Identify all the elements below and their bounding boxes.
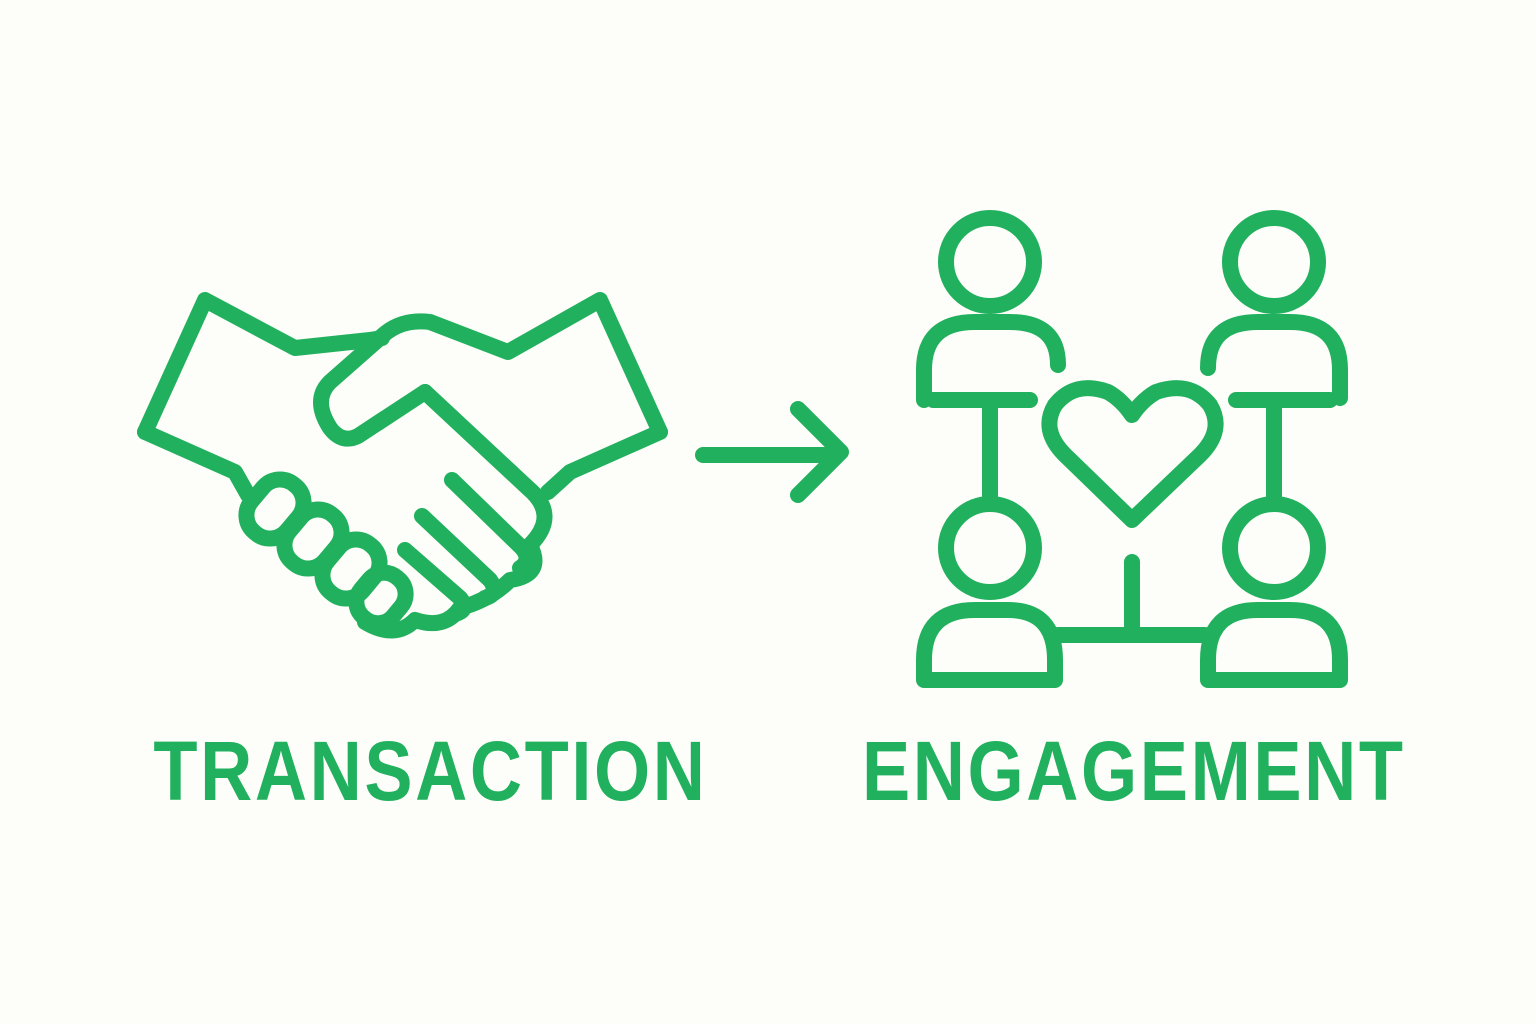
handshake-left-cuff-bottom (137, 424, 256, 503)
engagement-label: ENGAGEMENT (862, 724, 1406, 818)
person-top-right-body (1200, 314, 1348, 406)
handshake-top-hand-back (417, 384, 553, 553)
arrow-right-icon (695, 401, 849, 503)
handshake-right-sleeve (372, 292, 668, 440)
handshake-thumb (313, 330, 433, 447)
person-bottom-right-body (1200, 602, 1348, 688)
heart-icon (1041, 380, 1224, 528)
handshake-icon (137, 292, 668, 639)
community-heart-icon (916, 210, 1348, 688)
transaction-label: TRANSACTION (153, 724, 708, 818)
person-bottom-right-head (1222, 496, 1326, 600)
person-top-right-head (1222, 210, 1326, 314)
handshake-palm-bottom (357, 537, 543, 639)
person-bottom-left-body (916, 602, 1063, 688)
handshake-knuckle-4 (348, 564, 414, 632)
person-bottom-left-head (938, 496, 1042, 600)
handshake-right-cuff-bottom (540, 424, 668, 500)
person-top-left-head (938, 210, 1042, 314)
person-top-left-body (916, 314, 1066, 408)
arrow-head (790, 401, 849, 503)
